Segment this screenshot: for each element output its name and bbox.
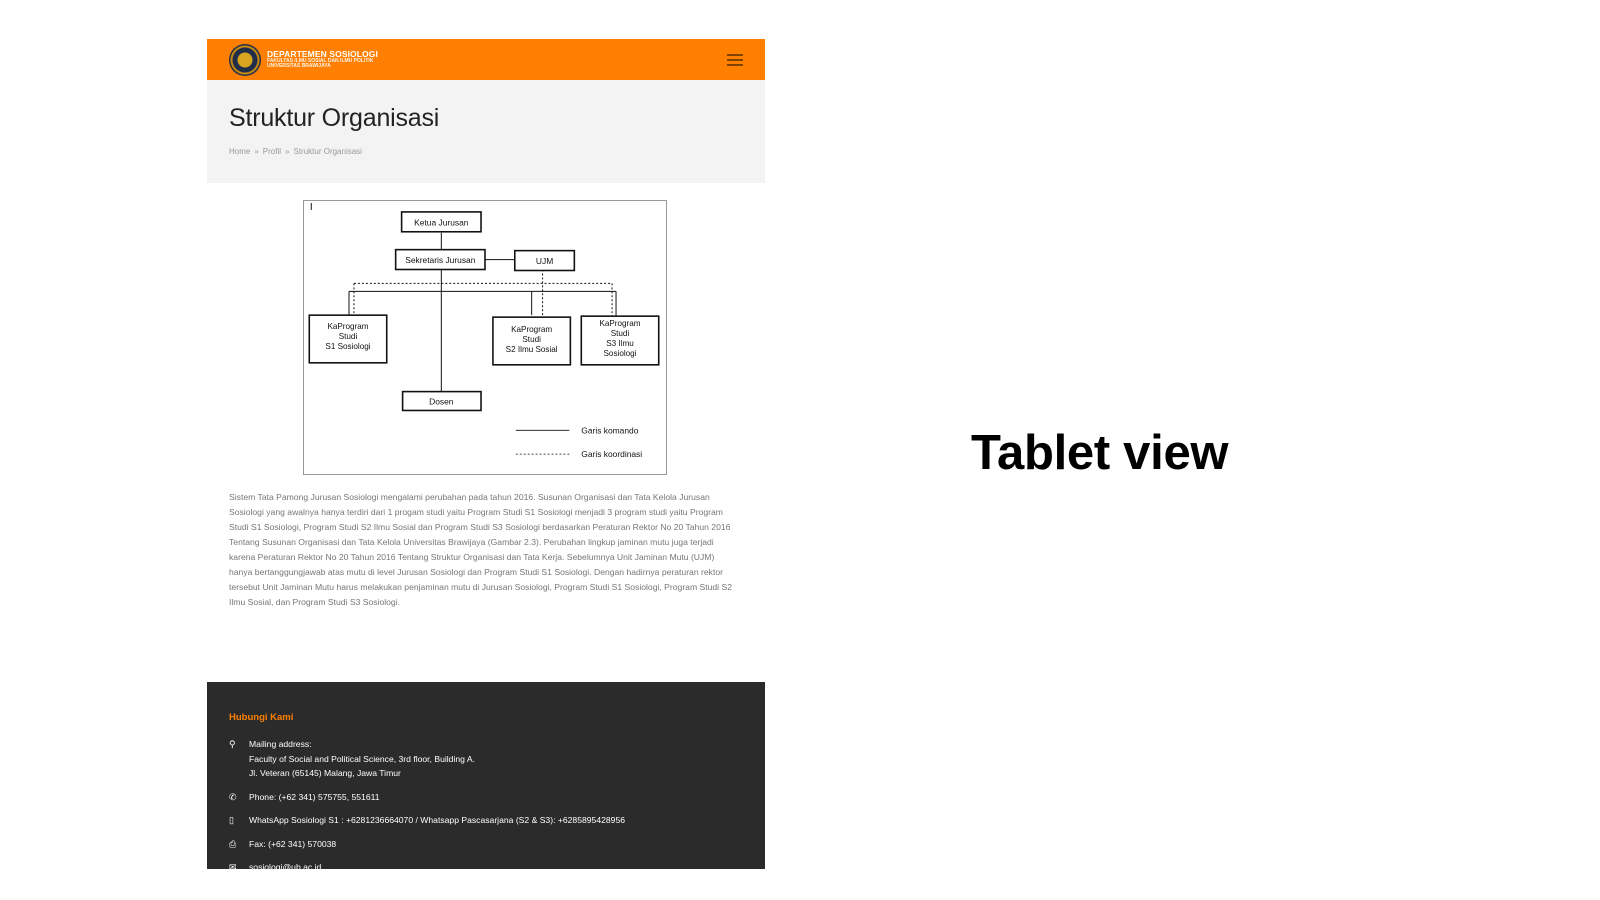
breadcrumb-separator: » xyxy=(254,147,259,156)
contact-email: ✉ sosiologi@ub.ac.id xyxy=(229,860,743,869)
node-ketua-box xyxy=(400,211,482,233)
org-chart-image: Ketua Jurusan Sekretaris Jurusan UJM KaP… xyxy=(303,200,667,475)
mailing-label: Mailing address: xyxy=(249,739,312,749)
node-s2-line1: KaProgram xyxy=(511,325,552,334)
site-header: DEPARTEMEN SOSIOLOGI FAKULTAS ILMU SOSIA… xyxy=(207,39,765,80)
brand-subtitle-2: UNIVERSITAS BRAWIJAYA xyxy=(267,62,331,69)
node-s2-box xyxy=(492,316,572,366)
site-brand[interactable]: DEPARTEMEN SOSIOLOGI FAKULTAS ILMU SOSIA… xyxy=(229,43,378,76)
node-s3-line1: KaProgram xyxy=(599,319,640,328)
node-s3-line2: Studi xyxy=(611,329,630,338)
site-footer: Hubungi Kami ⚲ Mailing address: Faculty … xyxy=(207,682,765,869)
page-title: Struktur Organisasi xyxy=(229,104,440,132)
whatsapp-text[interactable]: WhatsApp Sosiologi S1 : +6281236664070 /… xyxy=(249,815,626,825)
node-s1-box xyxy=(308,314,388,364)
email-link[interactable]: sosiologi@ub.ac.id xyxy=(249,862,322,869)
node-s2-line2: Studi xyxy=(522,335,541,344)
legend-koordinasi: Garis koordinasi xyxy=(581,449,642,459)
brand-text: DEPARTEMEN SOSIOLOGI FAKULTAS ILMU SOSIA… xyxy=(267,48,378,69)
contact-fax: ⎙ Fax: (+62 341) 570038 xyxy=(229,837,743,852)
node-s1-line2: Studi xyxy=(339,332,358,341)
node-sekretaris: Sekretaris Jurusan xyxy=(405,255,476,265)
node-ketua: Ketua Jurusan xyxy=(414,217,469,227)
breadcrumb-home[interactable]: Home xyxy=(229,147,251,156)
tablet-view-caption: Tablet view xyxy=(971,426,1229,480)
contact-whatsapp: ▯ WhatsApp Sosiologi S1 : +6281236664070… xyxy=(229,813,743,828)
node-ujm: UJM xyxy=(536,256,553,266)
phone-text[interactable]: Phone: (+62 341) 575755, 551611 xyxy=(249,791,380,802)
mailing-line1: Faculty of Social and Political Science,… xyxy=(249,753,475,764)
node-s2-line3: S2 Ilmu Sosial xyxy=(506,345,558,354)
fax-icon: ⎙ xyxy=(229,838,237,849)
phone-icon: ✆ xyxy=(229,791,237,802)
fax-text: Fax: (+62 341) 570038 xyxy=(249,838,337,849)
footer-title: Hubungi Kami xyxy=(229,712,294,723)
contact-mailing: ⚲ Mailing address: Faculty of Social and… xyxy=(229,737,743,781)
university-logo xyxy=(229,43,261,76)
node-s3-line3: S3 Ilmu xyxy=(606,339,634,348)
node-s3-line4: Sosiologi xyxy=(604,349,637,358)
node-s1-line1: KaProgram xyxy=(327,322,368,331)
map-pin-icon: ⚲ xyxy=(229,739,236,749)
breadcrumb-current: Struktur Organisasi xyxy=(293,147,362,156)
breadcrumb: Home » Profil » Struktur Organisasi xyxy=(229,147,743,156)
node-ujm-box xyxy=(513,249,576,272)
node-s1-line3: S1 Sosiologi xyxy=(325,342,370,351)
page-hero: Struktur Organisasi Home » Profil » Stru… xyxy=(207,80,765,183)
hamburger-menu-icon[interactable] xyxy=(727,53,743,66)
node-dosen: Dosen xyxy=(429,397,454,407)
breadcrumb-profil[interactable]: Profil xyxy=(262,147,282,156)
mailing-line2: Jl. Veteran (65145) Malang, Jawa Timur xyxy=(249,768,401,778)
body-paragraph: Sistem Tata Pamong Jurusan Sosiologi men… xyxy=(229,492,732,607)
envelope-icon: ✉ xyxy=(229,862,237,869)
org-chart: Ketua Jurusan Sekretaris Jurusan UJM KaP… xyxy=(308,202,660,459)
contact-phone: ✆ Phone: (+62 341) 575755, 551611 xyxy=(229,790,743,805)
legend-komando: Garis komando xyxy=(581,425,638,435)
tablet-screenshot: DEPARTEMEN SOSIOLOGI FAKULTAS ILMU SOSIA… xyxy=(207,39,765,869)
node-s3-box xyxy=(580,315,660,366)
brand-title: DEPARTEMEN SOSIOLOGI xyxy=(267,48,378,59)
breadcrumb-separator: » xyxy=(285,147,290,156)
node-sekretaris-box xyxy=(394,248,486,271)
brand-subtitle-1: FAKULTAS ILMU SOSIAL DAN ILMU POLITIK xyxy=(267,57,374,64)
mobile-icon: ▯ xyxy=(229,815,234,825)
node-dosen-box xyxy=(401,390,482,412)
